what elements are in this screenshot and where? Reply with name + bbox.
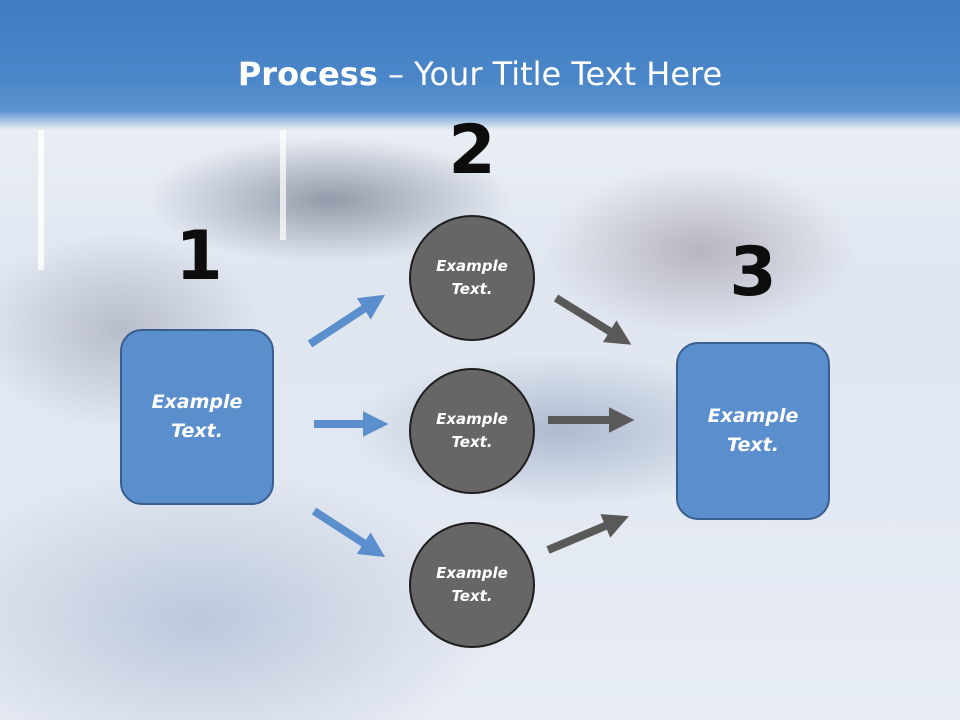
step-number-3[interactable]: 3 (729, 233, 777, 312)
arrow-1-to-2-top (307, 294, 386, 348)
background-window-frame (38, 130, 44, 270)
arrow-2-bottom-to-3 (546, 514, 629, 554)
step-2-circle-top[interactable]: Example Text. (409, 215, 535, 341)
step-number-2[interactable]: 2 (448, 111, 496, 190)
title-banner (0, 0, 960, 130)
arrow-2-top-to-3 (553, 294, 632, 345)
step-2-bottom-text: Example Text. (436, 564, 508, 605)
step-number-1[interactable]: 1 (175, 217, 223, 296)
step-1-text: Example Text. (151, 391, 243, 442)
slide-title-bold: Process (237, 55, 378, 93)
step-2-circle-middle[interactable]: Example Text. (409, 368, 535, 494)
step-1-box[interactable]: Example Text. (120, 329, 274, 505)
step-2-middle-text: Example Text. (436, 410, 508, 451)
step-2-top-text: Example Text. (436, 257, 508, 298)
step-3-box[interactable]: Example Text. (676, 342, 830, 520)
slide-title[interactable]: Process – Your Title Text Here (0, 52, 960, 96)
slide-title-rest: – Your Title Text Here (377, 55, 723, 93)
arrow-1-to-2-bottom (311, 507, 386, 558)
step-2-circle-bottom[interactable]: Example Text. (409, 522, 535, 648)
step-3-text: Example Text. (707, 405, 799, 456)
background-window-frame (280, 130, 286, 240)
